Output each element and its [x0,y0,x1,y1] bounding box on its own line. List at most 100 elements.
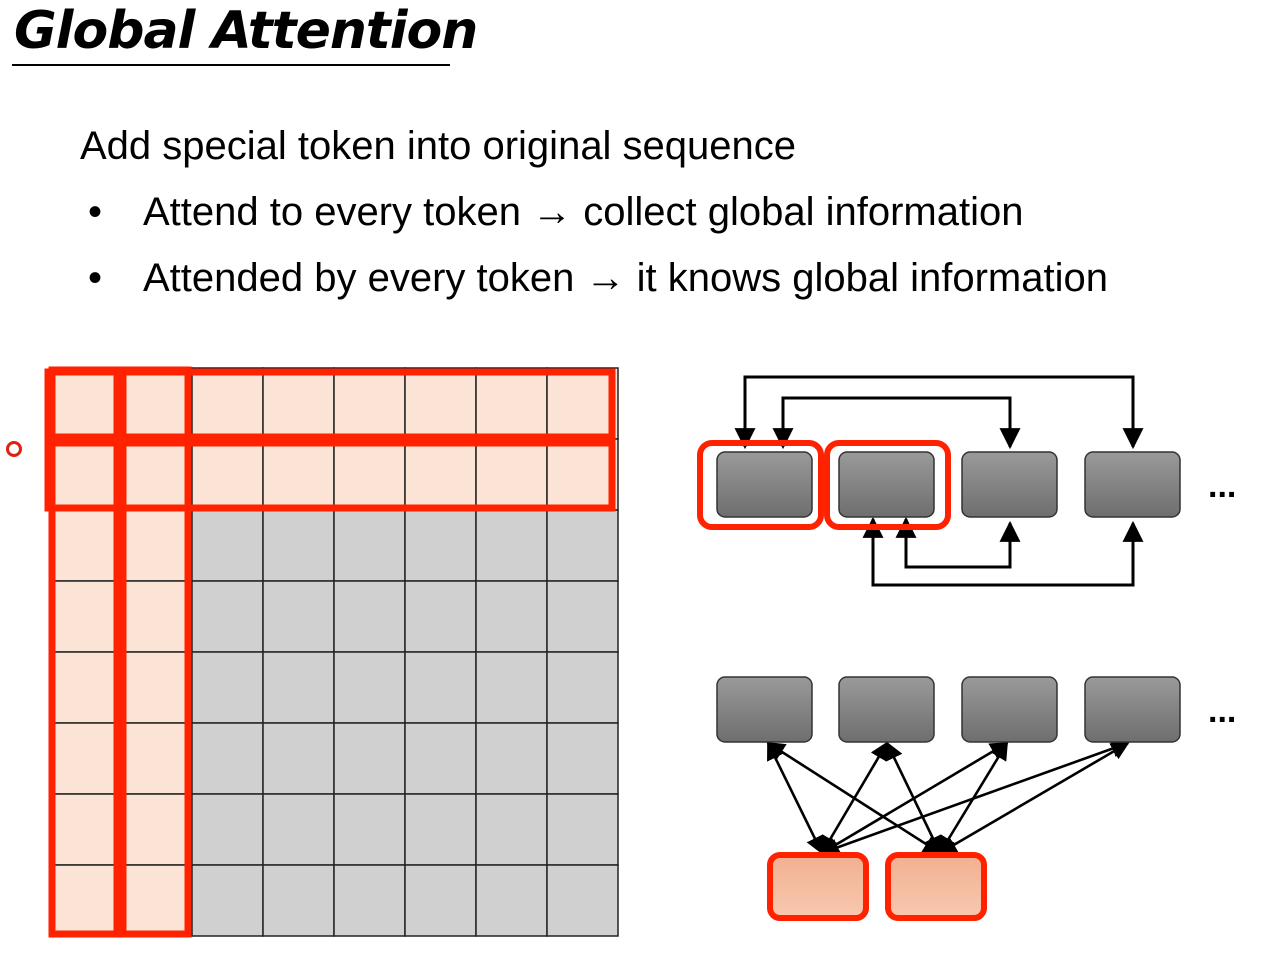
matrix-cell [475,651,548,724]
matrix-cell-global [120,580,193,653]
matrix-cell [191,509,264,582]
connector-line [895,516,1021,569]
special-token-graph: ... [716,676,1236,921]
matrix-cell-global [120,722,193,795]
matrix-cell [262,509,335,582]
matrix-cell-global [49,367,122,440]
connector-line [820,741,889,855]
matrix-cell [475,509,548,582]
connector-lines [734,375,1144,587]
connector-line [772,396,1021,450]
matrix-cell [262,651,335,724]
matrix-cell [333,864,406,937]
matrix-cell [546,722,619,795]
matrix-cell [404,722,477,795]
matrix-cell [475,580,548,653]
matrix-cell [546,509,619,582]
matrix-cell [262,580,335,653]
matrix-cell-global [262,438,335,511]
matrix-cell-global [475,438,548,511]
token-box [1084,451,1181,518]
matrix-cell [333,651,406,724]
global-row-highlight [44,368,616,441]
matrix-cell [333,722,406,795]
matrix-cell-global [120,509,193,582]
global-token-highlight [824,440,951,530]
special-token-box [767,852,869,921]
matrix-cell-global [49,580,122,653]
bullet-text: Attended by every token → it knows globa… [143,256,1108,300]
token-box [838,676,935,743]
bullet-text: Attend to every token → collect global i… [143,190,1024,234]
attention-matrix [44,366,619,938]
matrix-cell [262,864,335,937]
matrix-cell [475,793,548,866]
ellipsis: ... [1208,467,1236,505]
connector-line [820,739,1130,857]
matrix-cell [546,580,619,653]
matrix-cell-global [404,367,477,440]
token-box [1084,676,1181,743]
matrix-cell [404,580,477,653]
global-column-highlight [119,366,192,938]
matrix-cell [546,864,619,937]
global-column-highlight [48,366,121,938]
token-box [838,451,935,518]
global-token-highlight [697,440,824,530]
matrix-cell-global [120,367,193,440]
matrix-cell-global [333,367,406,440]
matrix-cell-global [262,367,335,440]
global-row-highlight [44,439,616,512]
token-box [961,451,1058,518]
matrix-cell-global [49,864,122,937]
matrix-cell-global [475,367,548,440]
matrix-cell [191,793,264,866]
matrix-cell-global [49,793,122,866]
matrix-cell [404,509,477,582]
connector-line [862,516,1144,587]
token-box [716,676,813,743]
connector-line [734,375,1144,450]
matrix-cell-global [546,367,619,440]
matrix-cell-global [49,651,122,724]
matrix-cell [546,651,619,724]
ellipsis: ... [1208,692,1236,730]
matrix-cell [191,580,264,653]
matrix-cell-global [120,864,193,937]
connector-line [938,741,1130,855]
bullet-symbol: • [88,256,103,300]
matrix-cell [404,651,477,724]
matrix-cell-global [191,367,264,440]
bullet-symbol: • [88,190,103,234]
matrix-cell-global [49,722,122,795]
matrix-cell [191,864,264,937]
token-box [716,451,813,518]
matrix-cell [262,722,335,795]
matrix-cell [404,864,477,937]
matrix-cell-global [120,438,193,511]
matrix-cell-global [191,438,264,511]
matrix-cell [191,722,264,795]
matrix-cell [333,580,406,653]
matrix-cell-global [49,438,122,511]
bullet-item: • Attend to every token → collect global … [88,188,1023,236]
token-box [961,676,1058,743]
bullet-item: • Attended by every token → it knows glob… [88,254,1108,302]
connector-lines [766,739,1130,857]
matrix-cell-global [120,793,193,866]
slide-heading: Add special token into original sequence [80,124,797,168]
matrix-cell-global [49,509,122,582]
matrix-cell [333,793,406,866]
matrix-cell [475,722,548,795]
matrix-cell-global [120,651,193,724]
matrix-cell-global [333,438,406,511]
pointer-indicator [6,441,22,457]
matrix-cell [262,793,335,866]
matrix-cell [475,864,548,937]
matrix-cell [546,793,619,866]
matrix-cell-global [404,438,477,511]
matrix-cell [191,651,264,724]
global-attention-graph: ... [697,375,1236,587]
special-token-box [885,852,987,921]
